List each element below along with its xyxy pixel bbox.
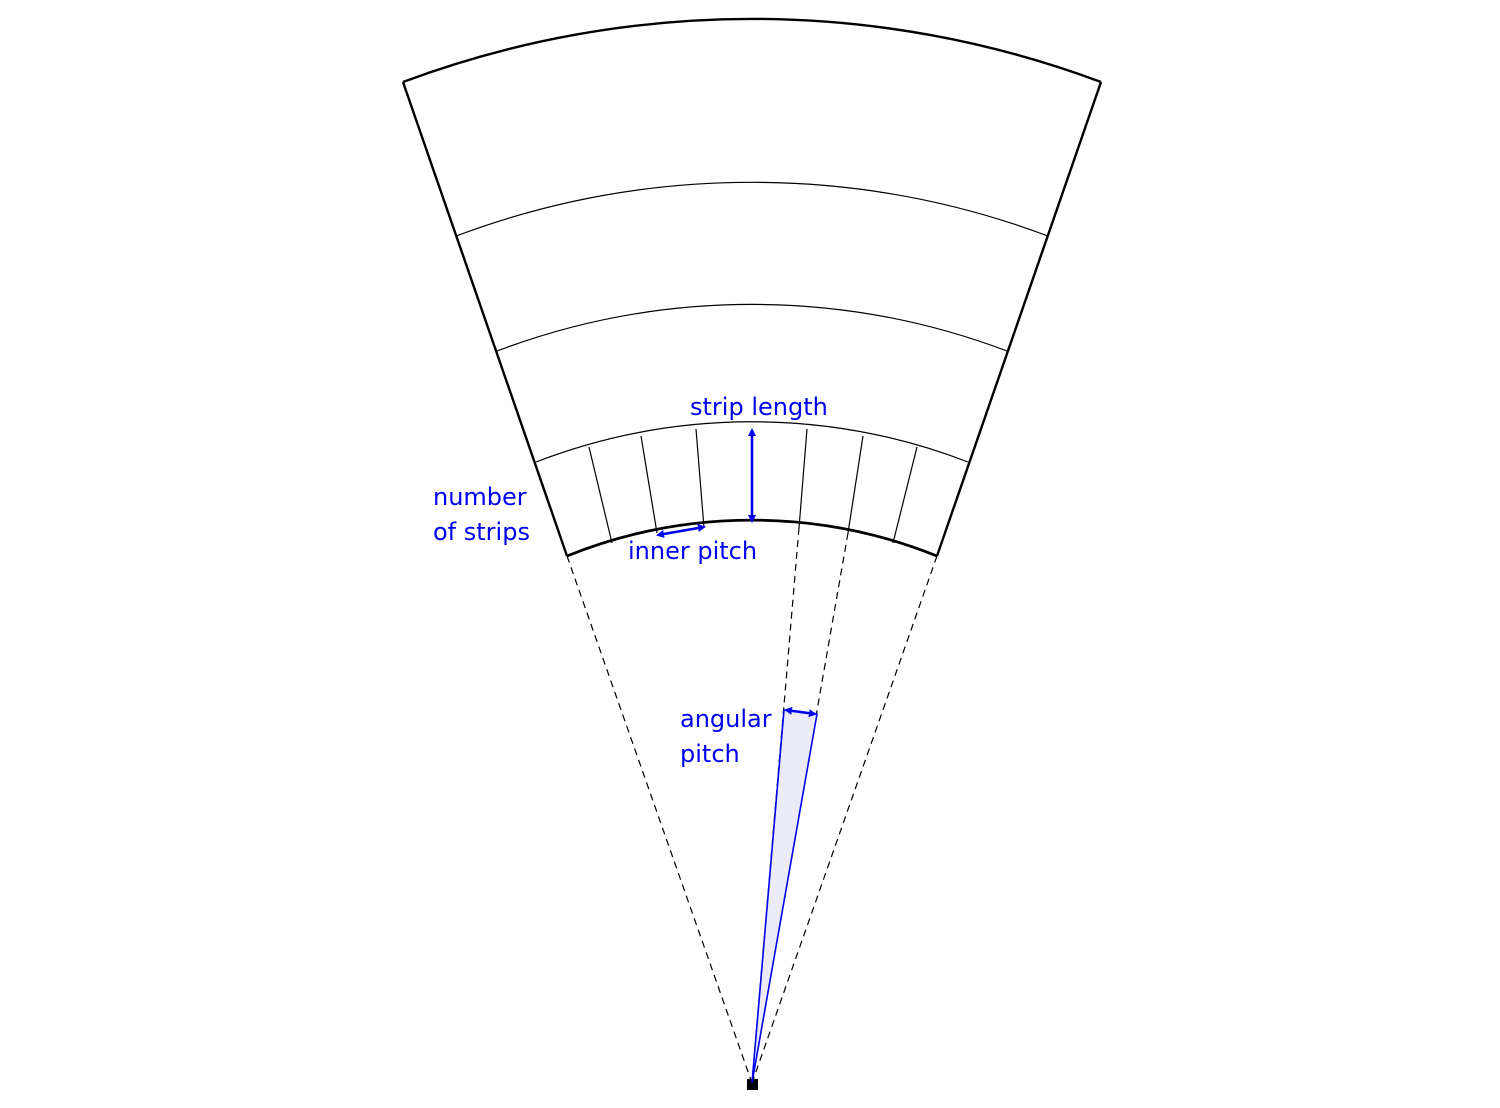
inner-pitch-arrow (656, 524, 706, 538)
row-boundary-3 (535, 421, 969, 463)
construction-line-left (566, 555, 753, 1084)
inner-pitch-label: inner pitch (628, 537, 757, 565)
number-of-strips-label-line2: of strips (433, 518, 530, 546)
annotation-labels: strip length number of strips inner pitc… (433, 393, 828, 768)
sector-right-edge (935, 81, 1103, 557)
annotation-arrows (656, 428, 817, 718)
construction-lines (566, 527, 938, 1084)
sector-outer-arc (402, 17, 1102, 84)
angular-pitch-label-line2: pitch (680, 740, 740, 768)
strip-length-label: strip length (690, 393, 828, 421)
angular-pitch-label-line1: angular (680, 705, 772, 733)
strip-divider (892, 446, 918, 544)
row-boundary-1 (455, 181, 1049, 237)
strip-divider (695, 428, 705, 529)
number-of-strips-label-line1: number (433, 483, 527, 511)
center-marker (747, 1079, 758, 1090)
angular-pitch-fill (751, 709, 818, 1084)
row-boundary-2 (496, 303, 1008, 352)
row-boundaries (455, 181, 1049, 463)
strip-divider (640, 435, 658, 534)
sector-outline (401, 17, 1103, 558)
angular-pitch-wedge (751, 709, 818, 1084)
construction-line-right (751, 555, 938, 1084)
strip-divider (798, 428, 808, 529)
strip-dividers (588, 428, 918, 544)
strip-divider (847, 435, 864, 534)
angular-pitch-arrow (784, 706, 817, 718)
sector-left-edge (401, 81, 569, 557)
strip-divider (588, 446, 613, 544)
